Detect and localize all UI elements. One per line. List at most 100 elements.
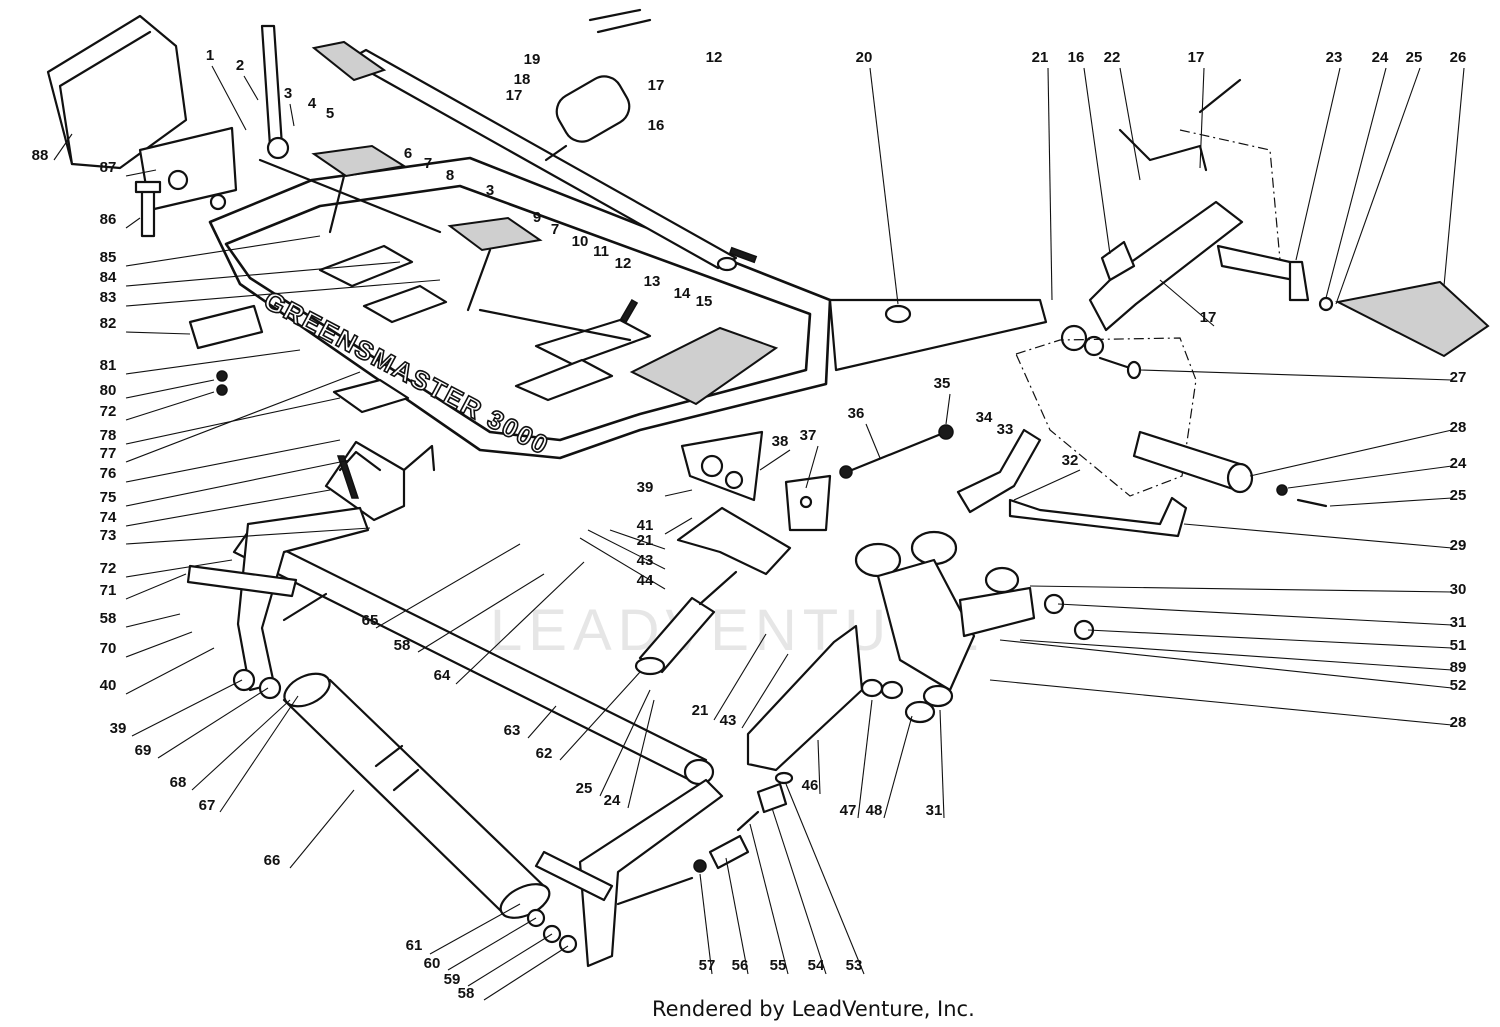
- callout-88: 88: [32, 147, 49, 164]
- callout-13: 13: [644, 273, 661, 290]
- callout-33: 33: [997, 421, 1014, 438]
- pedal-6: [258, 144, 442, 234]
- callout-53: 53: [846, 957, 863, 974]
- callout-71: 71: [100, 582, 117, 599]
- callout-18: 18: [514, 71, 531, 88]
- callout-38: 38: [772, 433, 789, 450]
- latch-82: [188, 304, 264, 396]
- callout-16: 16: [1068, 49, 1085, 66]
- callout-70: 70: [100, 640, 117, 657]
- callout-7: 7: [551, 221, 559, 238]
- callout-58: 58: [100, 610, 117, 627]
- callout-61: 61: [406, 937, 423, 954]
- callout-16: 16: [648, 117, 665, 134]
- callout-55: 55: [770, 957, 787, 974]
- callout-22: 22: [1104, 49, 1121, 66]
- lift-bar-63: [232, 530, 715, 786]
- callout-17: 17: [1200, 309, 1217, 326]
- callout-64: 64: [434, 667, 451, 684]
- callout-36: 36: [848, 405, 865, 422]
- pin-12: [728, 246, 758, 264]
- cylinder-16-right: [1060, 78, 1244, 357]
- callout-58: 58: [458, 985, 475, 1002]
- callout-21: 21: [692, 702, 709, 719]
- arm-right: [534, 778, 724, 968]
- rod-11: [478, 308, 632, 342]
- callout-78: 78: [100, 427, 117, 444]
- callout-69: 69: [135, 742, 152, 759]
- callout-31: 31: [1450, 614, 1467, 631]
- callout-72: 72: [100, 403, 117, 420]
- callout-17: 17: [506, 87, 523, 104]
- housing-outline: [1015, 129, 1281, 497]
- callout-5: 5: [326, 105, 334, 122]
- lower-bracket: [676, 506, 792, 606]
- callout-43: 43: [720, 712, 737, 729]
- callout-80: 80: [100, 382, 117, 399]
- callout-57: 57: [699, 957, 716, 974]
- callout-60: 60: [424, 955, 441, 972]
- roller-66: [282, 672, 551, 919]
- callout-3: 3: [284, 85, 292, 102]
- callout-34: 34: [976, 409, 993, 426]
- callout-44: 44: [637, 572, 654, 589]
- callout-39: 39: [110, 720, 127, 737]
- pin-12-small: [619, 298, 639, 324]
- bracket-38: [680, 430, 832, 532]
- callout-67: 67: [199, 797, 216, 814]
- callout-51: 51: [1450, 637, 1467, 654]
- parts-47-48: [860, 678, 904, 700]
- callout-12: 12: [615, 255, 632, 272]
- callout-6: 6: [404, 145, 412, 162]
- pedal-shaft-8: [311, 40, 738, 272]
- bolt-86: [134, 180, 162, 238]
- callout-3: 3: [486, 182, 494, 199]
- callout-10: 10: [572, 233, 589, 250]
- callout-43: 43: [637, 552, 654, 569]
- callout-87: 87: [100, 159, 117, 176]
- spring-parts-53-57: [693, 771, 794, 873]
- callout-24: 24: [1450, 455, 1467, 472]
- callout-82: 82: [100, 315, 117, 332]
- tube-62: [634, 596, 716, 676]
- callout-75: 75: [100, 489, 117, 506]
- bracket-75: [324, 440, 436, 522]
- callout-56: 56: [732, 957, 749, 974]
- callout-81: 81: [100, 357, 117, 374]
- callout-40: 40: [100, 677, 117, 694]
- callout-48: 48: [866, 802, 883, 819]
- callout-89: 89: [1450, 659, 1467, 676]
- callout-37: 37: [800, 427, 817, 444]
- callout-66: 66: [264, 852, 281, 869]
- pedal-9: [447, 216, 543, 312]
- callout-74: 74: [100, 509, 117, 526]
- callout-28: 28: [1450, 714, 1467, 731]
- callout-62: 62: [536, 745, 553, 762]
- callout-73: 73: [100, 527, 117, 544]
- callout-25: 25: [576, 780, 593, 797]
- callout-24: 24: [604, 792, 621, 809]
- callout-76: 76: [100, 465, 117, 482]
- callout-39: 39: [637, 479, 654, 496]
- callout-32: 32: [1062, 452, 1079, 469]
- callout-9: 9: [533, 209, 541, 226]
- callout-21: 21: [637, 532, 654, 549]
- cylinder-16-upper: [544, 8, 652, 162]
- callout-17: 17: [648, 77, 665, 94]
- callout-29: 29: [1450, 537, 1467, 554]
- callout-85: 85: [100, 249, 117, 266]
- callout-83: 83: [100, 289, 117, 306]
- callout-19: 19: [524, 51, 541, 68]
- roller-end-parts: [526, 908, 578, 954]
- latch-33: [956, 428, 1042, 514]
- callout-54: 54: [808, 957, 825, 974]
- callout-84: 84: [100, 269, 117, 286]
- plate-78: [332, 378, 410, 414]
- callout-35: 35: [934, 375, 951, 392]
- pin-28: [1132, 430, 1328, 508]
- callout-23: 23: [1326, 49, 1343, 66]
- callout-59: 59: [444, 971, 461, 988]
- pad-26: [1334, 280, 1490, 358]
